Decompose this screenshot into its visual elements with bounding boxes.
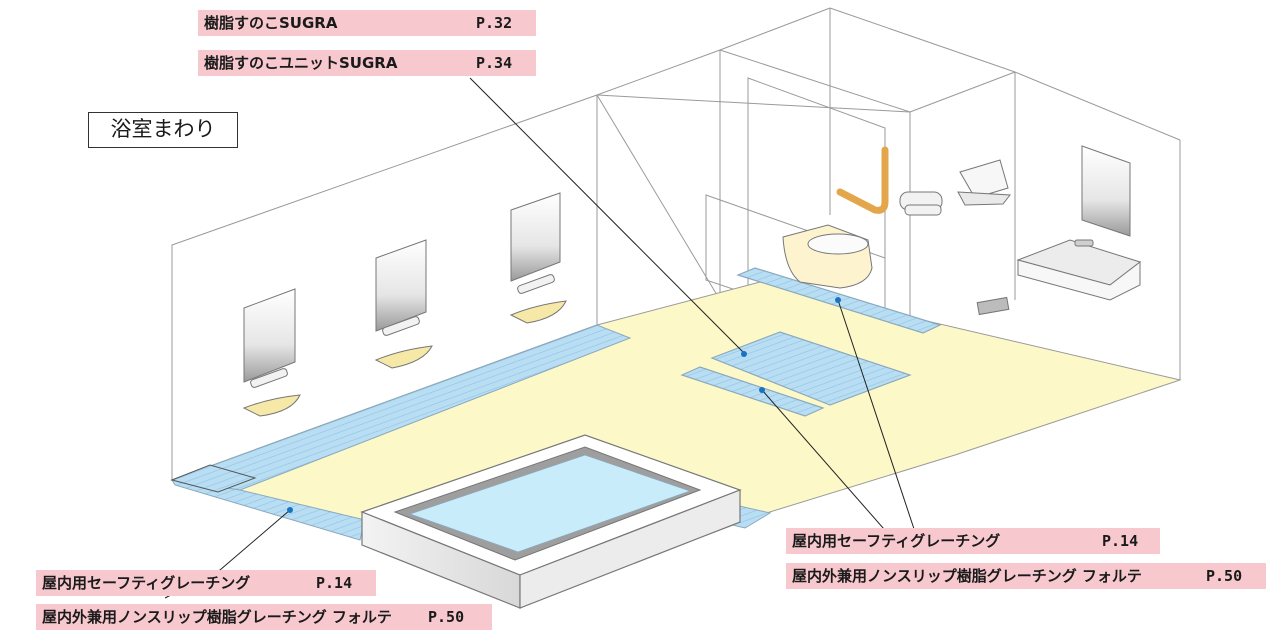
floor-drain (976, 296, 1010, 316)
label-safety-grating-right-page: P.14 (1102, 532, 1139, 550)
label-forte-right-page: P.50 (1206, 567, 1243, 585)
handrail (836, 146, 889, 214)
label-safety-grating-left: 屋内用セーフティグレーチング P.14 (36, 570, 376, 596)
label-sunoko-sugra-page: P.32 (476, 14, 513, 32)
sunoko-sugra (710, 331, 912, 406)
paper-holder (899, 191, 943, 216)
label-forte-left: 屋内外兼用ノンスリップ樹脂グレーチング フォルテ P.50 (36, 604, 492, 630)
label-sunoko-unit-sugra-page: P.34 (476, 54, 513, 72)
label-sunoko-sugra-name: 樹脂すのこSUGRA (204, 14, 338, 32)
label-safety-grating-left-name: 屋内用セーフティグレーチング (42, 574, 251, 592)
label-sunoko-unit-sugra-name: 樹脂すのこユニットSUGRA (204, 54, 398, 72)
label-safety-grating-right: 屋内用セーフティグレーチング P.14 (786, 528, 1160, 554)
grating-corner (170, 464, 257, 493)
label-forte-right: 屋内外兼用ノンスリップ樹脂グレーチング フォルテ P.50 (786, 563, 1266, 589)
wall-basin (957, 159, 1011, 206)
label-safety-grating-left-page: P.14 (316, 574, 353, 592)
label-forte-left-name: 屋内外兼用ノンスリップ樹脂グレーチング フォルテ (42, 608, 392, 626)
washing-stations (242, 192, 567, 417)
label-sunoko-sugra: 樹脂すのこSUGRA P.32 (198, 10, 536, 36)
toilet (782, 224, 873, 289)
label-forte-left-page: P.50 (428, 608, 465, 626)
label-safety-grating-right-name: 屋内用セーフティグレーチング (792, 532, 1001, 550)
mirror-right (1081, 145, 1131, 237)
label-forte-right-name: 屋内外兼用ノンスリップ樹脂グレーチング フォルテ (792, 567, 1142, 585)
sink-right (1016, 239, 1142, 301)
section-title: 浴室まわり (88, 112, 238, 148)
forte-grating-center (680, 366, 825, 417)
label-sunoko-unit-sugra: 樹脂すのこユニットSUGRA P.34 (198, 50, 536, 76)
bathtub (360, 434, 742, 609)
